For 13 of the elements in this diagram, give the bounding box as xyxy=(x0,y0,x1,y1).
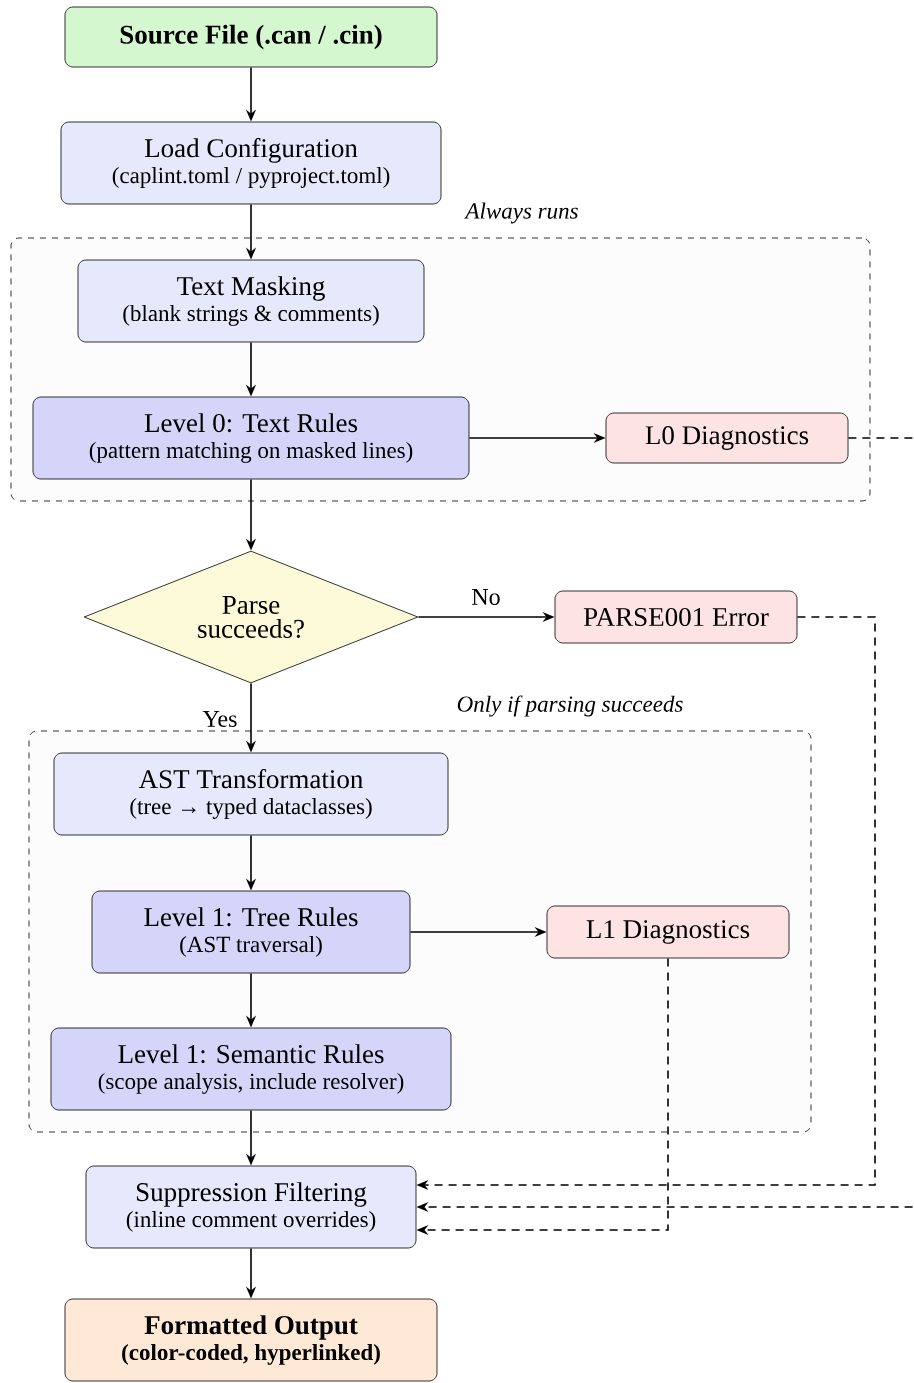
start-box: Source File (.can / .cin) xyxy=(64,6,438,68)
process-box: Load Configuration (caplint.toml / pyproject.toml) xyxy=(60,121,442,205)
process-box: Suppression Filtering (inline comment overrides) xyxy=(85,1165,417,1249)
edge-label: Yes xyxy=(202,711,237,727)
diagnostics-box: L1 Diagnostics xyxy=(546,905,790,959)
node-label: Always runs xyxy=(464,202,578,224)
edge-label: No xyxy=(472,589,500,605)
process-box: AST Transformation (tree → typed dataclasses) xyxy=(53,752,449,836)
diagnostics-box: L0 Diagnostics xyxy=(605,412,849,464)
node-label: Only if parsing succeeds xyxy=(457,695,683,717)
output-box: Formatted Output (color-coded, hyperlinked) xyxy=(64,1298,438,1382)
error-box: PARSE001 Error xyxy=(554,590,798,644)
process-box: Text Masking (blank strings & comments) xyxy=(77,259,425,343)
